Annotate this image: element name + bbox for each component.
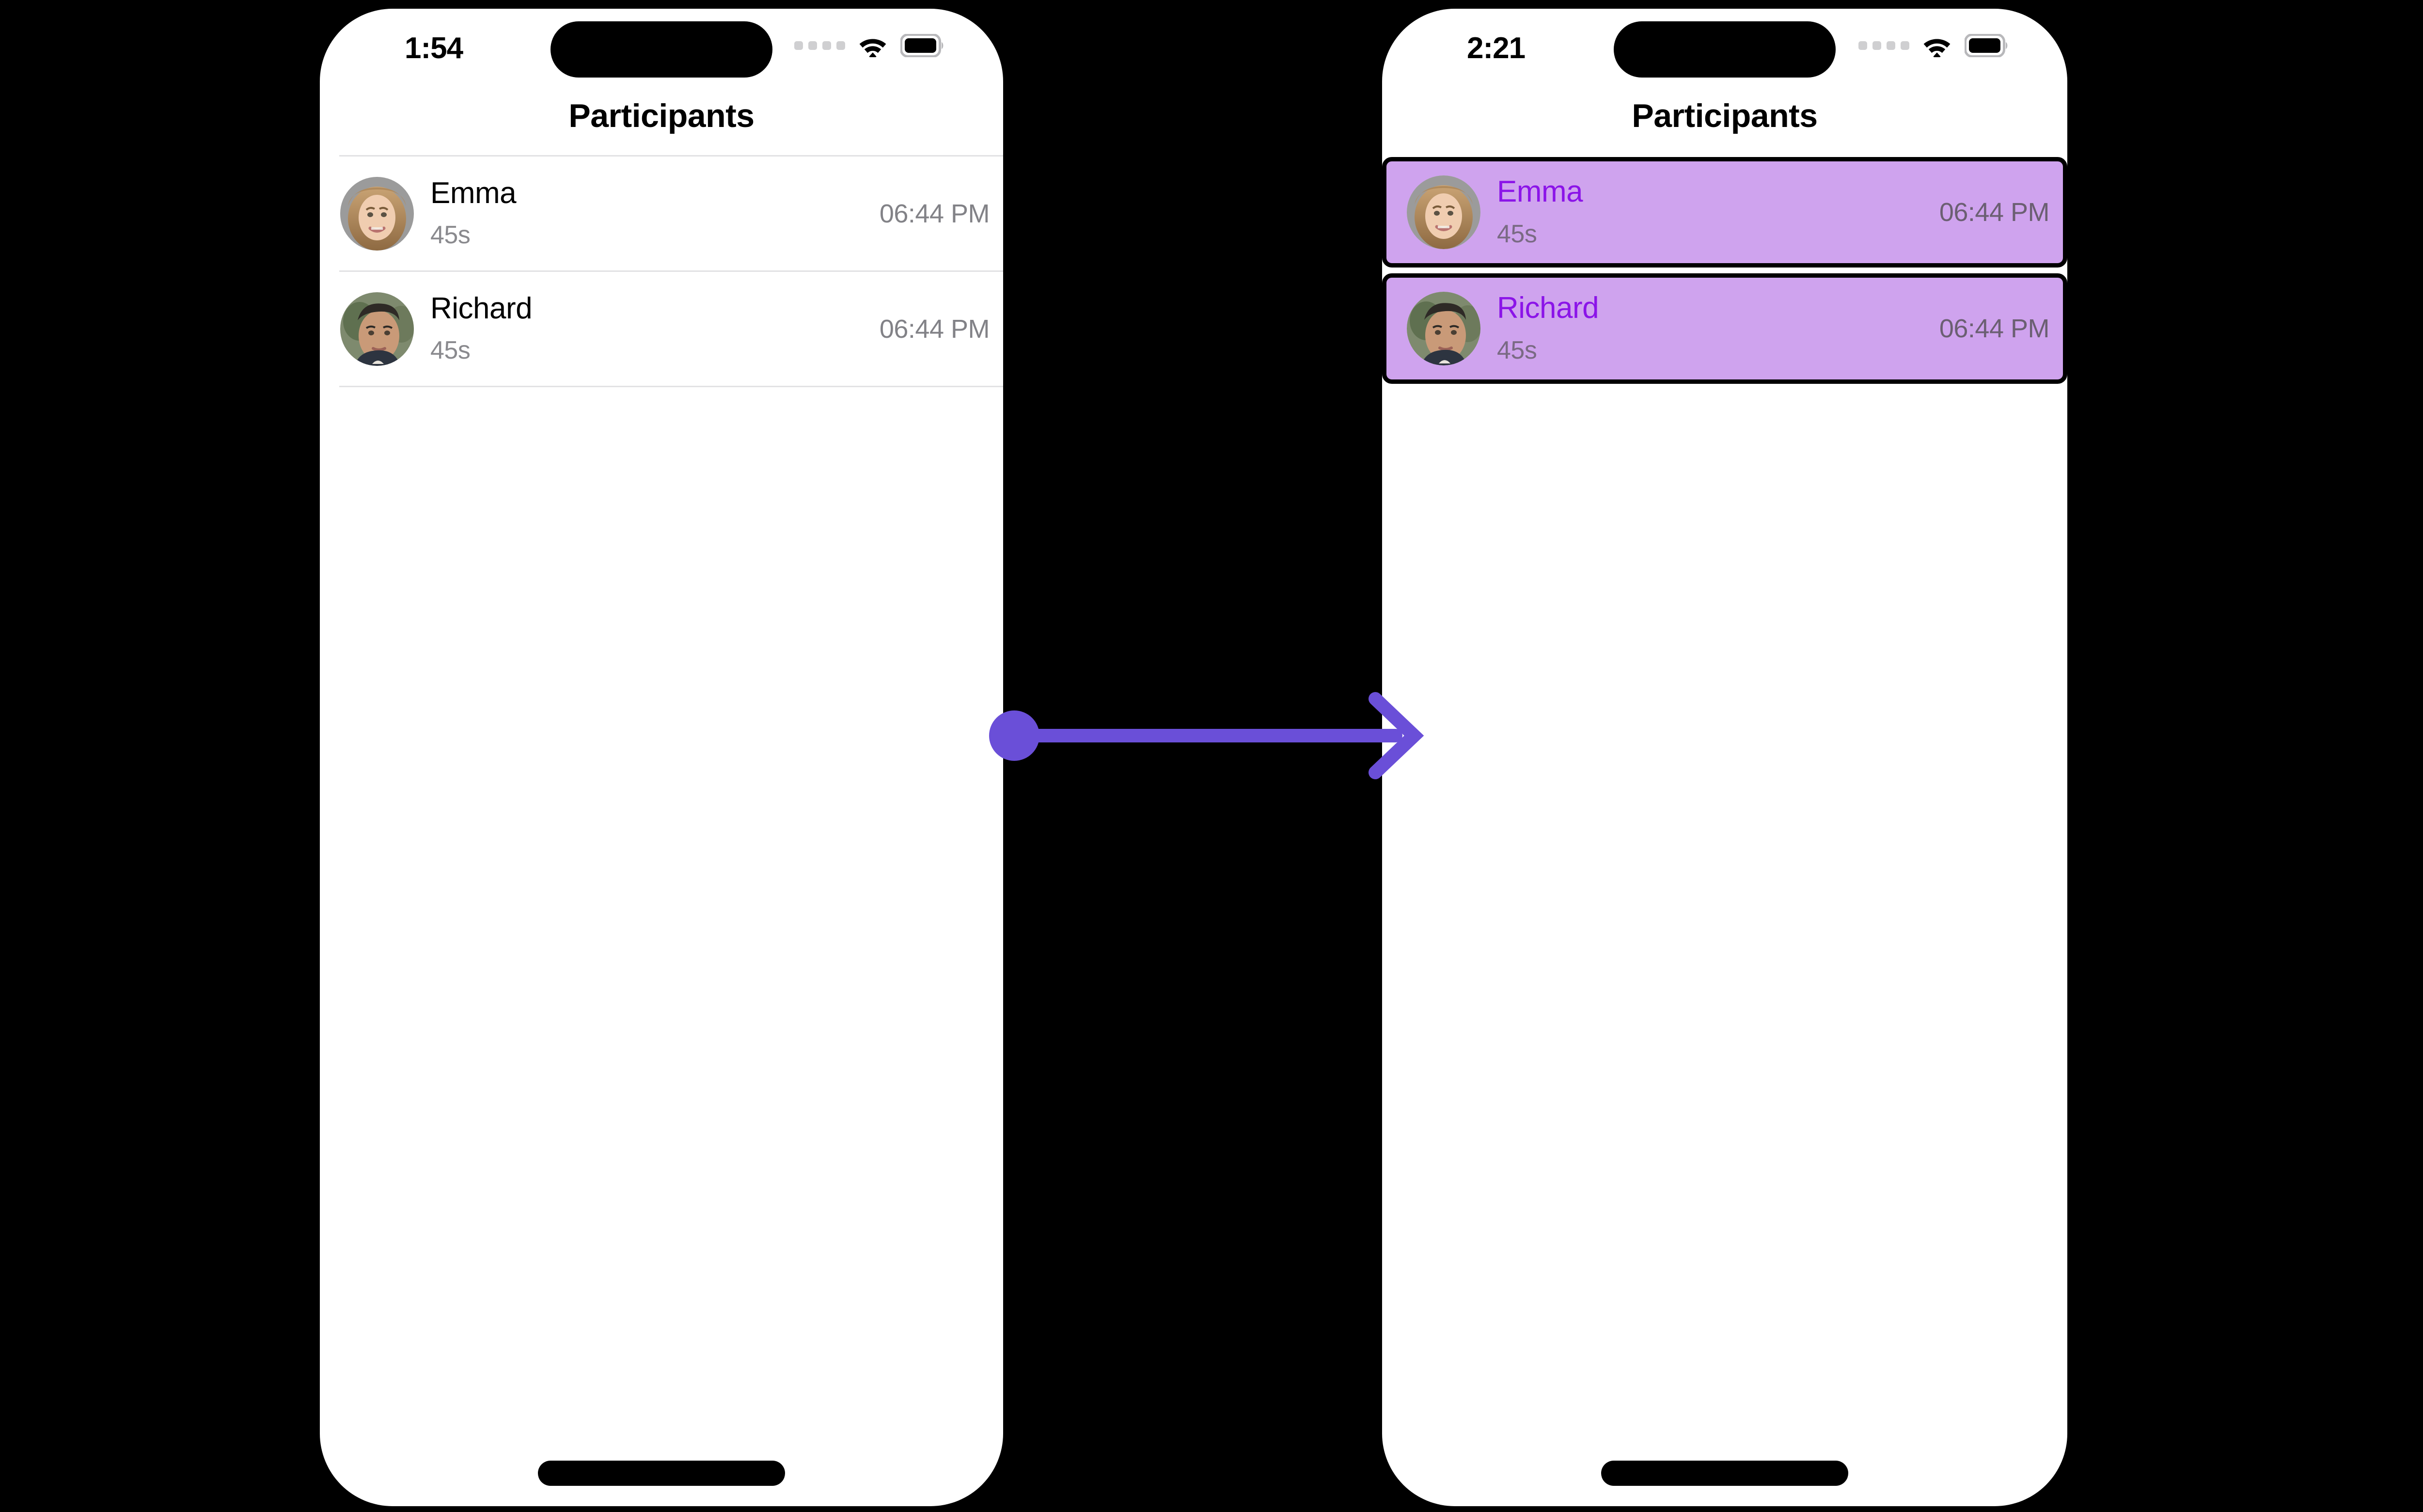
- participants-list-after: Emma 45s 06:44 PM: [1382, 155, 2067, 384]
- participant-row-richard[interactable]: Richard 45s 06:44 PM: [320, 272, 1003, 386]
- participant-name: Richard: [430, 291, 533, 325]
- participant-duration: 45s: [1497, 336, 1537, 364]
- participant-row-emma[interactable]: Emma 45s 06:44 PM: [320, 157, 1003, 270]
- battery-icon: [1965, 34, 2009, 57]
- participant-duration: 45s: [430, 221, 471, 250]
- phone-screen-before: 1:54: [320, 9, 1003, 1506]
- arrow-right-icon: [989, 692, 1424, 779]
- participant-name: Emma: [1497, 175, 1583, 209]
- participant-timestamp: 06:44 PM: [1939, 314, 2050, 343]
- participant-text-block: Emma 45s: [430, 177, 880, 250]
- nav-bar-before: Participants: [320, 82, 1003, 155]
- list-divider: [339, 155, 1003, 157]
- status-bar-clock: 1:54: [405, 32, 463, 65]
- dynamic-island: [551, 21, 772, 78]
- wifi-icon: [1922, 34, 1952, 57]
- participant-row-richard-selected[interactable]: Richard 45s 06:44 PM: [1382, 273, 2067, 384]
- home-indicator[interactable]: [538, 1461, 785, 1486]
- status-bar-clock: 2:21: [1467, 32, 1526, 65]
- status-bar-after: 2:21: [1382, 9, 2067, 82]
- participant-name: Emma: [430, 176, 517, 210]
- avatar-emma: [1407, 175, 1480, 249]
- participants-list-before: Emma 45s 06:44 PM: [320, 155, 1003, 387]
- participant-text-block: Emma 45s: [1497, 176, 1939, 248]
- status-bar-indicators: [794, 34, 945, 57]
- participant-timestamp: 06:44 PM: [879, 199, 990, 228]
- status-bar-before: 1:54: [320, 9, 1003, 82]
- list-divider: [339, 386, 1003, 387]
- participant-text-block: Richard 45s: [1497, 292, 1939, 364]
- phone-screen-after: 2:21: [1382, 9, 2067, 1506]
- participant-row-emma-selected[interactable]: Emma 45s 06:44 PM: [1382, 157, 2067, 268]
- list-divider: [339, 270, 1003, 272]
- nav-bar-after: Participants: [1382, 82, 2067, 155]
- wifi-icon: [858, 34, 888, 57]
- avatar-richard: [1407, 292, 1480, 365]
- battery-icon: [900, 34, 945, 57]
- home-indicator[interactable]: [1601, 1461, 1848, 1486]
- participant-text-block: Richard 45s: [430, 293, 880, 365]
- participant-duration: 45s: [1497, 220, 1537, 248]
- avatar-emma: [340, 176, 414, 251]
- cellular-dots-icon: [1858, 41, 1909, 50]
- cellular-dots-icon: [794, 41, 845, 50]
- participant-timestamp: 06:44 PM: [879, 314, 990, 344]
- participant-name: Richard: [1497, 291, 1599, 325]
- participant-timestamp: 06:44 PM: [1939, 198, 2050, 227]
- dynamic-island: [1614, 21, 1836, 78]
- page-title: Participants: [568, 97, 755, 134]
- participant-duration: 45s: [430, 336, 471, 365]
- status-bar-indicators: [1858, 34, 2009, 57]
- avatar-richard: [340, 292, 414, 366]
- page-title: Participants: [1632, 97, 1818, 134]
